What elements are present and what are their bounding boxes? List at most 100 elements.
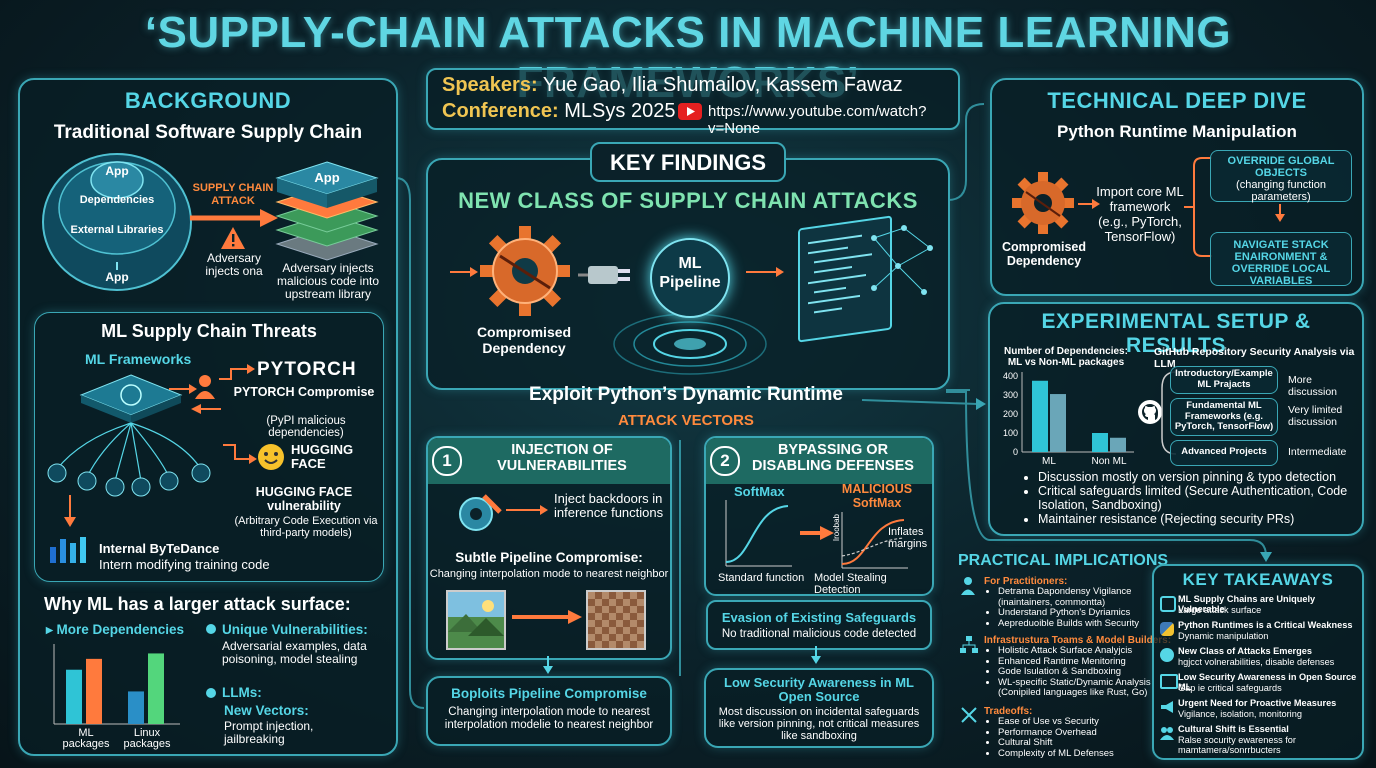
- llms-title: LLMs:: [222, 685, 262, 700]
- v1-arrow-icon: [506, 505, 548, 515]
- people-icon: [1160, 726, 1174, 740]
- speaker-info-box: Speakers: Yue Gao, Ilia Shumailov, Kasse…: [426, 68, 960, 137]
- key-takeaways-panel: KEY TAKEAWAYS ML Supply Chains are Uniqu…: [1152, 564, 1364, 760]
- layer-external-libraries: External Libraries: [70, 224, 164, 236]
- override-global-box: OVERRIDE GLOBAL OBJECTS (changing functi…: [1210, 150, 1352, 203]
- python-icon: [1160, 622, 1174, 636]
- takeaway-item: New Class of Attacks Emerges hgjcct voln…: [1160, 646, 1360, 672]
- gh-row-intro-result: More discussion: [1288, 374, 1338, 398]
- layer-dependencies: Dependencies: [79, 194, 155, 206]
- compromised-gear-icon: [1012, 172, 1074, 234]
- takeaway-title: Cultural Shift is Essential: [1178, 724, 1289, 734]
- x-tick-label: ML: [1042, 456, 1056, 467]
- deep-dive-title: TECHNICAL DEEP DIVE: [1047, 88, 1307, 113]
- infra-item: Gode Isulation & Sandboxing: [998, 666, 1178, 678]
- speakers-label: Speakers:: [442, 74, 538, 96]
- dd-import-text: Import core ML framework (e.g., PyTorch,…: [1096, 184, 1184, 244]
- x-tick-label: Non ML: [1091, 456, 1126, 467]
- infra-item: Enhanced Rantime Menitoring: [998, 656, 1178, 668]
- youtube-icon: [678, 103, 702, 120]
- tradeoffs-list: Ease of Use vs Security Performance Over…: [984, 716, 1168, 760]
- gh-row-advanced-result: Intermediate: [1288, 446, 1347, 458]
- youtube-link[interactable]: https://www.youtube.com/watch?v=None: [708, 103, 927, 137]
- bytedance-title: Internal ByTeDance: [99, 541, 220, 556]
- tradeoffs-item: Complexity of ML Defenses: [998, 748, 1168, 760]
- tradeoffs-icon: [960, 706, 978, 724]
- down-arrow-icon: [64, 495, 76, 527]
- supply-chain-attack-label: SUPPLY CHAIN ATTACK: [192, 182, 274, 207]
- more-deps-text: More Dependencies: [56, 622, 185, 637]
- x-label-ml: ML packages: [62, 727, 110, 750]
- standard-function-label: Standard function: [718, 572, 805, 584]
- stack-app-label: App: [314, 170, 340, 185]
- gh-row-fundamental-result: Very limited discussion: [1288, 404, 1343, 428]
- gh-row-intro-label: Introductory/Example ML Prajacts: [1175, 368, 1273, 390]
- experiment-bullet: Discussion mostly on version pinning & t…: [1038, 470, 1368, 484]
- evasion-desc: No traditional malicious code detected: [721, 628, 917, 640]
- hacker-icon: [193, 373, 217, 399]
- ml-threats-title: ML Supply Chain Threats: [101, 321, 317, 341]
- key-findings-title: KEY FINDINGS: [609, 150, 767, 175]
- gh-row-advanced-label: Advanced Projects: [1181, 446, 1267, 457]
- speakers-names: Yue Gao, Ilia Shumailov, Kassem Fawaz: [542, 74, 903, 96]
- takeaway-desc: Dynamic manipulation: [1178, 631, 1269, 641]
- bar: [1092, 433, 1108, 452]
- new-vectors-desc: Prompt injection, jailbreaking: [224, 719, 314, 746]
- ml-pipeline-label: ML Pipeline: [659, 255, 721, 291]
- practitioners-item: Understand Python's Dyriamics: [998, 607, 1168, 619]
- pytorch-title: PYTORCH Compromise: [233, 385, 375, 399]
- key-findings-title-box: KEY FINDINGS: [590, 142, 786, 182]
- adversary-left-text: Adversary injects ona: [205, 251, 263, 278]
- gh-row-fundamental: Fundamental ML Frameworks (e.g. PyTorch,…: [1170, 398, 1278, 436]
- takeaway-desc: Vigilance, isolation, monitoring: [1178, 709, 1302, 719]
- tradeoffs-item: Performance Overhead: [998, 727, 1168, 739]
- malicious-softmax-label: MALICIOUS SoftMax: [841, 482, 913, 510]
- takeaway-desc: Large attack surface: [1178, 605, 1262, 615]
- experiment-bullet: Maintainer resistance (Rejecting securit…: [1038, 512, 1368, 526]
- y-tick-label: 200: [1003, 409, 1018, 419]
- bullet-icon: [206, 688, 216, 698]
- infra-item: WL-specific Static/Dynamic Analysis (Con…: [998, 677, 1178, 699]
- bar: [148, 653, 164, 724]
- framework-arrow-icon: [169, 384, 197, 394]
- bytedance-logo-icon: [49, 535, 93, 565]
- gear-wrench-icon: [454, 488, 504, 538]
- override-global-desc: (changing function parameters): [1236, 179, 1326, 203]
- bullet-icon: [206, 624, 216, 634]
- key-findings-panel: NEW CLASS OF SUPPLY CHAIN ATTACKS Compro…: [426, 158, 950, 390]
- warning-icon: [220, 226, 246, 250]
- evasion-down-arrow-icon: [811, 646, 821, 664]
- practitioners-list: Detrama Dapondensy Vigilance (inaintaine…: [984, 586, 1168, 630]
- practitioners-item: Aepreduoible Builds with Security: [998, 618, 1168, 630]
- gh-analysis-title: GitHub Repository Security Analysis via …: [1154, 346, 1355, 370]
- takeaways-list: ML Supply Chains are Uniquely Vulnerable…: [1160, 594, 1360, 755]
- vector1-panel: 1 INJECTION OF VULNERABILITIES Inject ba…: [426, 436, 672, 660]
- practitioners-item: Detrama Dapondensy Vigilance (inaintaine…: [998, 586, 1168, 608]
- vector2-number: 2: [710, 446, 740, 476]
- low-awareness-title: Low Security Awareness in ML Open Source: [724, 675, 914, 704]
- unique-title: Unique Vulnerabilities:: [222, 622, 368, 637]
- ml-pipeline-node: ML Pipeline: [650, 238, 730, 318]
- subtle-desc: Changing interpolation mode to nearest n…: [429, 568, 669, 580]
- deps-chart-title: Number of Dependencies: ML vs Non-ML pac…: [1004, 346, 1128, 368]
- bug-icon: [1160, 648, 1174, 662]
- gh-row-intro: Introductory/Example ML Prajacts: [1170, 366, 1278, 394]
- bytedance-desc: Intern modifying training code: [99, 557, 270, 572]
- vector2-header: [706, 438, 932, 484]
- evasion-title: Evasion of Existing Safeguards: [721, 610, 917, 625]
- practical-title: PRACTICAL IMPLICATIONS: [958, 552, 1169, 569]
- softmax-curve-icon: [725, 500, 792, 567]
- vector2-title: BYPASSING OR DISABLING DEFENSES: [752, 442, 914, 474]
- vector1-header: [428, 438, 670, 484]
- softmax-label: SoftMax: [734, 484, 785, 499]
- hf-up-arrow-icon: [191, 404, 221, 414]
- navigate-stack-title: NAVIGATE STACK ENAIRONMENT & OVERRIDE LO…: [1231, 239, 1331, 287]
- bar: [86, 658, 102, 724]
- library-stack-icon: App: [272, 158, 382, 266]
- y-tick-label: 0: [1013, 447, 1018, 457]
- pytorch-logo: PYTORCH: [257, 359, 357, 380]
- ml-frameworks-label: ML Frameworks: [85, 351, 192, 367]
- hacker-arrow-icon: [219, 364, 255, 380]
- more-deps-label: ▸ More Dependencies: [46, 622, 185, 637]
- x-label-linux: Linux packages: [123, 727, 171, 750]
